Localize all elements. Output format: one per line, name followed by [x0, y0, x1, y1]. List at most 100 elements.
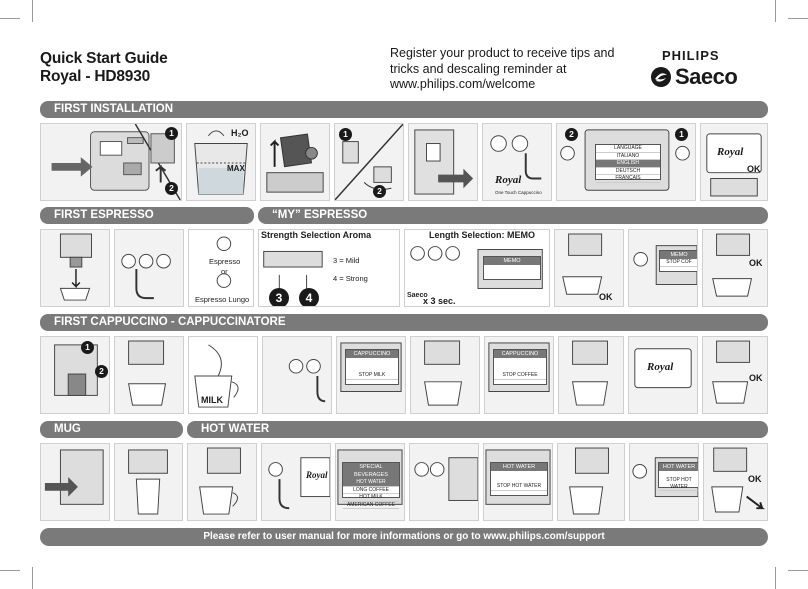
support-footer[interactable]: Please refer to user manual for more inf… — [40, 528, 768, 546]
stop-hot-water-label[interactable]: STOP HOT WATER — [659, 477, 698, 491]
memo-header: MEMO — [484, 257, 540, 265]
special-header: SPECIAL BEVERAGES — [343, 463, 399, 479]
language-row[interactable]: DEUTSCH — [596, 168, 660, 175]
install-step-power-plug: 1 2 — [334, 123, 404, 201]
my-espresso-done: OK — [702, 229, 768, 307]
ok-label: OK — [747, 164, 761, 174]
or-label: or — [221, 267, 228, 276]
page-header: Quick Start Guide Royal - HD8930 Registe… — [40, 44, 768, 96]
mug-step-tray — [40, 443, 110, 521]
language-row[interactable]: ITALIANO — [596, 153, 660, 160]
h2o-label: H₂O — [231, 128, 249, 138]
cappuccino-header: CAPPUCCINO — [346, 350, 398, 358]
my-espresso-stop: MEMO STOP COF — [628, 229, 698, 307]
cappuccino-step-done: OK — [702, 336, 768, 414]
max-label: MAX — [227, 164, 245, 173]
royal-logo: Royal — [306, 470, 328, 480]
hot-water-step-done: OK — [703, 443, 768, 521]
strength-title: Strength Selection Aroma — [261, 230, 372, 240]
language-screen: LANGUAGE ITALIANO ENGLISH DEUTSCH FRANÇA… — [595, 144, 661, 183]
royal-logo: Royal — [495, 174, 522, 186]
install-step-switch-on — [408, 123, 478, 201]
cappuccino-step-milk: MILK — [188, 336, 258, 414]
my-espresso-strength: Strength Selection Aroma 3 = Mild 4 = St… — [258, 229, 400, 307]
hot-water-screen: HOT WATER STOP HOT WATER — [658, 462, 698, 491]
section-my-espresso: “MY” ESPRESSO — [258, 207, 768, 224]
language-row[interactable]: FRANÇAIS — [596, 175, 660, 183]
saeco-swirl-icon — [651, 67, 671, 87]
special-item[interactable]: AMERICAN COFFEE — [343, 502, 399, 509]
my-espresso-pour: OK — [554, 229, 624, 307]
stop-cof-label[interactable]: STOP COF — [660, 259, 697, 267]
hot-water-step-pitcher — [187, 443, 257, 521]
espresso-step-buttons — [114, 229, 184, 307]
install-step-bean-hopper — [260, 123, 330, 201]
special-item[interactable]: HOT MILK — [343, 494, 399, 502]
royal-logo: Royal — [647, 361, 674, 373]
step-number-1: 1 — [165, 127, 178, 140]
stop-hot-water-label[interactable]: STOP HOT WATER — [491, 483, 547, 491]
hot-water-step-select — [409, 443, 479, 521]
special-item[interactable]: LONG COFFEE — [343, 487, 399, 494]
hot-water-step-stop-button: HOT WATER STOP HOT WATER — [629, 443, 699, 521]
hot-water-screen: HOT WATER STOP HOT WATER — [490, 462, 548, 496]
language-row: LANGUAGE — [596, 145, 660, 153]
cappuccino-screen: CAPPUCCINO STOP MILK — [345, 349, 399, 385]
crop-mark — [0, 570, 20, 571]
section-first-installation: FIRST INSTALLATION — [40, 101, 768, 118]
royal-logo: Royal — [717, 146, 744, 158]
step-number-2: 2 — [373, 185, 386, 198]
install-step-machine: 1 2 — [40, 123, 182, 201]
register-text: Register your product to receive tips an… — [390, 46, 620, 93]
hot-water-step-special: SPECIAL BEVERAGES HOT WATER LONG COFFEE … — [335, 443, 405, 521]
ok-label: OK — [748, 474, 762, 484]
step-number-2: 2 — [95, 365, 108, 378]
crop-mark — [775, 567, 776, 589]
my-espresso-length: Length Selection: MEMO MEMO Saeco x 3 se… — [404, 229, 550, 307]
cappuccino-screen: CAPPUCCINO STOP COFFEE — [493, 349, 547, 385]
hot-water-step-pour — [557, 443, 625, 521]
stop-coffee-label[interactable]: STOP COFFEE — [494, 372, 546, 380]
step-number-1: 1 — [675, 128, 688, 141]
length-title: Length Selection: MEMO — [429, 230, 536, 240]
crop-mark — [788, 570, 808, 571]
stop-milk-label[interactable]: STOP MILK — [346, 372, 398, 380]
crop-mark — [775, 0, 776, 22]
crop-mark — [0, 18, 20, 19]
language-row[interactable]: ENGLISH — [596, 160, 660, 168]
espresso-step-options: Espresso or Espresso Lungo — [188, 229, 254, 307]
section-first-cappuccino: FIRST CAPPUCCINO - CAPPUCCINATORE — [40, 314, 768, 331]
cappuccino-step-cup — [114, 336, 184, 414]
stop-coffee-screen: MEMO STOP COF — [659, 250, 697, 272]
saeco-small-label: Saeco — [407, 292, 428, 299]
cappuccino-step-screen: CAPPUCCINO STOP MILK — [336, 336, 406, 414]
saeco-logo: Saeco — [650, 64, 738, 90]
ok-label: OK — [599, 292, 613, 302]
crop-mark — [32, 567, 33, 589]
cappuccino-step-royal: Royal — [628, 336, 698, 414]
hot-water-step-button: Royal — [261, 443, 331, 521]
register-line: Register your product to receive tips an… — [390, 46, 615, 60]
special-item[interactable]: HOT WATER — [343, 479, 399, 487]
ok-label: OK — [749, 258, 763, 268]
crop-mark — [32, 0, 33, 22]
mild-label: 3 = Mild — [333, 256, 360, 265]
x3sec-label: x 3 sec. — [423, 296, 456, 306]
mug-step-mug — [114, 443, 183, 521]
step-number-2: 2 — [165, 182, 178, 195]
title-line: Quick Start Guide — [40, 50, 168, 67]
ok-label: OK — [749, 373, 763, 383]
special-beverages-screen: SPECIAL BEVERAGES HOT WATER LONG COFFEE … — [342, 462, 400, 509]
hot-water-header: HOT WATER — [491, 463, 547, 471]
step-number-2: 2 — [565, 128, 578, 141]
section-hot-water: HOT WATER — [187, 421, 768, 438]
espresso-label: Espresso — [209, 257, 241, 266]
memo-header: MEMO — [660, 251, 697, 259]
strength-number-3: 3 — [269, 288, 289, 306]
saeco-wordmark: Saeco — [675, 64, 738, 89]
cappuccino-step-button — [262, 336, 332, 414]
cappuccino-step-froth — [410, 336, 480, 414]
register-url[interactable]: www.philips.com/welcome — [390, 77, 536, 91]
cappuccino-header: CAPPUCCINO — [494, 350, 546, 358]
royal-sub-label: One Touch Cappuccino — [495, 190, 542, 195]
